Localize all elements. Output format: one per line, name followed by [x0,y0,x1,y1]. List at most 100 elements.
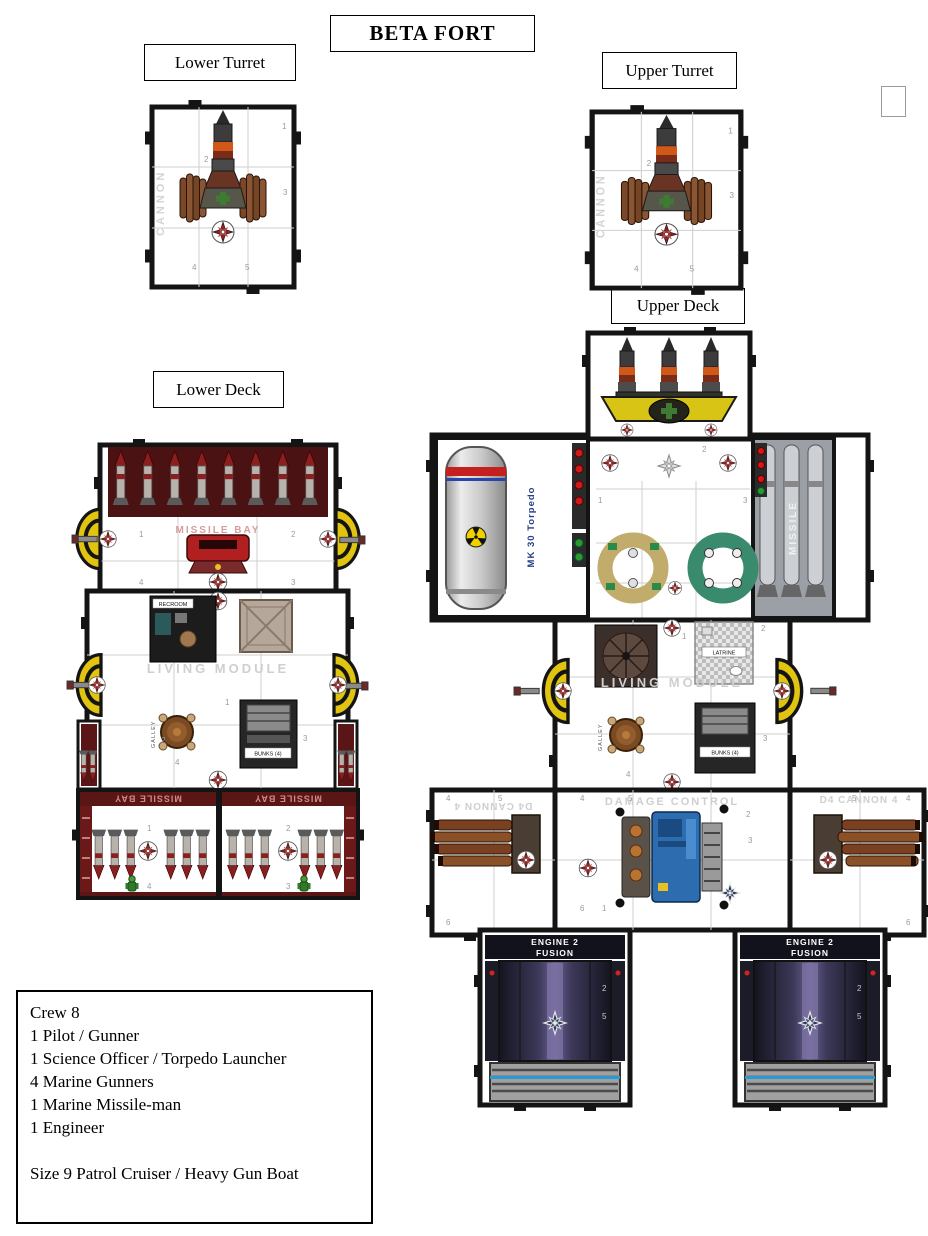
galley-icon: GALLEY [598,716,645,754]
cell-number: 6 [906,918,911,927]
bunks-icon: BUNKS (4) [239,699,298,769]
engine-label-line1: ENGINE 2 [786,937,834,947]
compass-star-icon [773,682,791,700]
cell-number: 3 [748,836,753,845]
engine-label-line2: FUSION [791,948,829,958]
recroom-label: RECROOM [159,602,188,608]
compass-star-icon [668,581,682,595]
upper-deck-plan: 2 1 3 [426,327,928,1111]
compass-star-icon [620,423,634,437]
cell-number: 1 [598,496,603,505]
cannon-wing-left: D4 CANNON 4 4 5 6 [426,787,558,941]
launcher-machine-icon [186,534,250,574]
cell-number: 1 [282,122,287,131]
compass-star-icon [208,572,228,592]
cell-number: 4 [139,578,144,587]
lower-deck-plan: MISSILE BAY 1 2 4 5 3 [66,439,369,900]
stairs-icon [594,624,658,688]
cell-number: 2 [746,810,751,819]
galley-icon: GALLEY [151,713,196,751]
side-cannon-icon [513,686,540,696]
bunks-icon: BUNKS (4) [694,702,756,774]
cell-number: 4 [175,758,180,767]
cell-number: 5 [690,265,695,274]
side-cannon-icon [339,535,366,545]
turret-cannon-icon [620,114,713,225]
label-lower-turret: Lower Turret [144,44,296,81]
damage-control-tile: DAMAGE CONTROL 4 5 [552,787,793,933]
cell-number: 2 [291,530,296,539]
compass-star-icon [554,682,572,700]
label-lower-deck: Lower Deck [153,371,284,408]
side-cannon-icon [71,534,98,544]
missile-pod-label: MISSILE [788,501,799,555]
cell-number: 3 [729,191,734,200]
cell-number: 2 [857,984,862,993]
fusion-engine-icon [740,960,880,1102]
cell-number: 4 [634,265,639,274]
cannon-d4-label: D4 CANNON 4 [820,795,899,806]
crew-line: 1 Pilot / Gunner [30,1026,140,1045]
living-module-tile: RECROOM LIVING MODULE GALL [66,588,369,793]
cell-number: 2 [204,155,209,164]
cell-number: 1 [728,127,733,136]
upper-living-module-tile: LATRINE 1 2 LIVING MODULE GALLEY 4 [513,617,837,793]
side-cannon-icon [342,681,369,691]
cell-number: 3 [286,882,291,891]
damage-control-machine-icon [615,804,729,910]
triple-cannon-icon [600,337,738,424]
cell-number: 5 [245,263,250,272]
upper-turret-tile: CANNON 1 2 3 4 5 [584,105,749,295]
latrine-icon: LATRINE [694,621,754,685]
crew-line: 1 Science Officer / Torpedo Launcher [30,1049,287,1068]
page-corner-fragment [881,86,906,117]
crew-blank-line [30,1139,363,1162]
compass-star-icon [278,841,298,861]
compass-star-icon [818,850,838,870]
cell-number: 2 [647,159,652,168]
latrine-label: LATRINE [713,651,736,657]
compass-star-icon [578,858,598,878]
radiation-icon [465,526,487,548]
cell-number: 3 [743,496,748,505]
cell-number: 2 [702,445,707,454]
engine-pod-right: ENGINE 2 FUSION 2 5 [732,927,891,1111]
cannon-side-label: CANNON [595,173,607,238]
cell-number: 4 [446,794,451,803]
cell-number: 5 [628,794,633,803]
crew-line: 4 Marine Gunners [30,1072,154,1091]
compass-star-icon [719,454,737,472]
cell-number: 1 [602,904,607,913]
cell-number: 1 [139,530,144,539]
crew-line: 1 Engineer [30,1118,105,1137]
cell-number: 4 [906,794,911,803]
cannon-side-label: CANNON [155,170,167,236]
missile-launcher-left: MISSILE BAY 1 4 [72,719,220,900]
damage-control-label: DAMAGE CONTROL [605,796,739,808]
label-upper-deck: Upper Deck [611,288,745,324]
turret-cannon-icon [179,110,267,223]
cell-number: 4 [626,770,631,779]
status-lights-icon [572,443,586,567]
cell-number: 3 [291,578,296,587]
cannon-d4-reversed-label: D4 CANNON 4 [454,800,533,811]
lower-turret-tile: CANNON 1 2 3 4 5 [145,100,301,294]
bunks-label: BUNKS (4) [711,751,738,757]
engine-label-line1: ENGINE 2 [531,937,579,947]
fusion-engine-icon [485,960,625,1102]
cell-number: 2 [761,624,766,633]
cell-number: 4 [580,794,585,803]
side-cannon-icon [810,686,837,696]
galley-label: GALLEY [598,724,604,751]
compass-star-icon [654,222,679,246]
crew-line: Crew 8 [30,1003,80,1022]
cell-number: 2 [161,736,166,745]
galley-label: GALLEY [151,721,157,748]
cell-number: 3 [303,734,308,743]
missile-bay-label: MISSILE BAY [176,525,261,536]
cell-number: 5 [857,1012,862,1021]
cargo-crate-icon [239,599,293,653]
ship-size-line: Size 9 Patrol Cruiser / Heavy Gun Boat [30,1164,299,1183]
cell-number: 5 [852,794,857,803]
compass-star-icon [704,423,718,437]
